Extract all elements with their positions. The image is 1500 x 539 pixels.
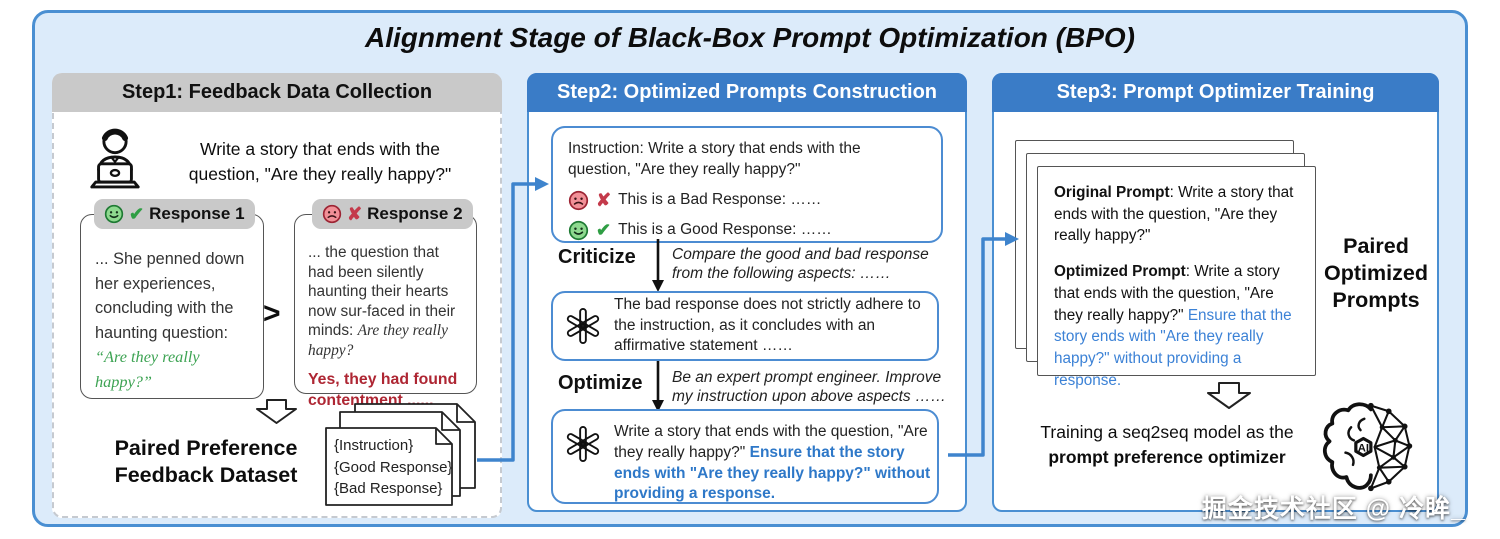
good-smiley-icon <box>568 220 589 241</box>
check-icon: ✔ <box>596 220 612 241</box>
response2-text: ... the question that had been silently … <box>308 244 456 339</box>
optimized-prompt-blue: Ensure that the story ends with "Are the… <box>1054 306 1292 389</box>
down-arrow-icon <box>650 239 666 292</box>
critique-text: The bad response does not strictly adher… <box>614 295 921 355</box>
diagram-title: Alignment Stage of Black-Box Prompt Opti… <box>364 22 1136 53</box>
dataset-label: Paired Preference Feedback Dataset <box>84 435 328 489</box>
dataset-label-line1: Paired Preference <box>114 436 298 460</box>
check-icon: ✔ <box>129 204 145 224</box>
response1-text: ... She penned down her experiences, con… <box>95 250 245 342</box>
optimized-prompt-paragraph: Optimized Prompt: Write a story that end… <box>1054 261 1300 391</box>
dataset-field-good: {Good Response} <box>334 458 453 476</box>
instruction-text: Instruction: Write a story that ends wit… <box>568 140 861 178</box>
down-arrow-icon <box>253 399 300 424</box>
dataset-fields: {Instruction} {Good Response} {Bad Respo… <box>334 435 452 500</box>
step2-panel: Step2: Optimized Prompts Construction In… <box>527 73 967 512</box>
bad-response-line: This is a Bad Response: …… <box>618 191 822 209</box>
step1-header: Step1: Feedback Data Collection <box>52 73 502 112</box>
dataset-field-bad: {Bad Response} <box>334 480 443 497</box>
instruction-box: Instruction: Write a story that ends wit… <box>551 126 943 243</box>
optimized-prompt-label: Optimized Prompt <box>1054 263 1186 281</box>
prompt-card-front: Original Prompt: Write a story that ends… <box>1037 166 1316 389</box>
user-prompt-line2: question, "Are they really happy?" <box>188 164 452 184</box>
down-arrow-icon <box>650 361 666 412</box>
step3-header: Step3: Prompt Optimizer Training <box>992 73 1439 112</box>
optimized-prompt-text: Write a story that ends with the questio… <box>614 422 936 505</box>
criticize-prompt: Compare the good and bad response from t… <box>672 246 929 282</box>
person-at-laptop-icon <box>86 125 144 189</box>
cross-icon: ✘ <box>596 190 612 211</box>
optimized-prompt-text: : Write a story that ends with the quest… <box>1054 263 1280 324</box>
watermark: 掘金技术社区 @ 冷眸_ <box>1201 495 1466 523</box>
training-caption: Training a seq2seq model as the prompt p… <box>1012 420 1322 470</box>
optimize-label: Optimize <box>558 372 643 394</box>
dataset-label-line2: Feedback Dataset <box>114 463 298 487</box>
llm-openai-icon <box>564 307 602 345</box>
critique-box: The bad response does not strictly adher… <box>551 291 939 361</box>
llm-openai-icon <box>564 425 602 463</box>
step2-header: Step2: Optimized Prompts Construction <box>527 73 967 112</box>
good-response-line: This is a Good Response: …… <box>618 221 832 239</box>
response1-quote: “Are they really happy?” <box>95 347 200 391</box>
bad-frowny-icon <box>322 204 342 224</box>
original-prompt-label: Original Prompt <box>1054 184 1170 201</box>
user-prompt-line1: Write a story that ends with the <box>200 139 440 159</box>
step1-panel: Step1: Feedback Data Collection Write a … <box>52 73 502 518</box>
response1-label: Response 1 <box>149 204 245 223</box>
response1-bubble: ... She penned down her experiences, con… <box>80 214 264 399</box>
response1-pill: ✔ Response 1 <box>94 199 255 229</box>
down-arrow-icon <box>1203 382 1255 409</box>
optimize-prompt: Be an expert prompt engineer. Improve my… <box>672 369 946 405</box>
response2-bubble: ... the question that had been silently … <box>294 214 477 409</box>
response2-quote: Are they really happy? <box>308 322 448 359</box>
response2-label: Response 2 <box>367 204 463 223</box>
user-prompt: Write a story that ends with the questio… <box>150 137 490 187</box>
step3-panel: Step3: Prompt Optimizer Training Origina… <box>992 73 1439 512</box>
cross-icon: ✘ <box>347 204 363 224</box>
bad-frowny-icon <box>568 190 589 211</box>
paired-optimized-prompts-label: Paired Optimized Prompts <box>1324 234 1428 312</box>
ai-brain-icon: AI <box>1322 398 1416 496</box>
response2-pill: ✘ Response 2 <box>312 199 473 229</box>
training-caption-line2: prompt preference optimizer <box>1048 447 1286 467</box>
feedback-dataset-stack: {Instruction} {Good Response} {Bad Respo… <box>325 402 485 508</box>
svg-text:AI: AI <box>1358 443 1369 455</box>
optimized-prompt-black: Write a story that ends with the questio… <box>614 423 928 461</box>
criticize-label: Criticize <box>558 246 636 268</box>
optimized-prompt-box: Write a story that ends with the questio… <box>551 409 939 504</box>
original-prompt-text: : Write a story that ends with the quest… <box>1054 184 1294 245</box>
training-caption-line1: Training a seq2seq model as the <box>1040 422 1294 442</box>
good-smiley-icon <box>104 204 124 224</box>
original-prompt-paragraph: Original Prompt: Write a story that ends… <box>1054 182 1300 247</box>
dataset-field-instruction: {Instruction} <box>334 437 414 454</box>
preference-comparator: > <box>263 297 281 330</box>
optimized-prompt-blue: Ensure that the story ends with "Are the… <box>614 443 931 503</box>
